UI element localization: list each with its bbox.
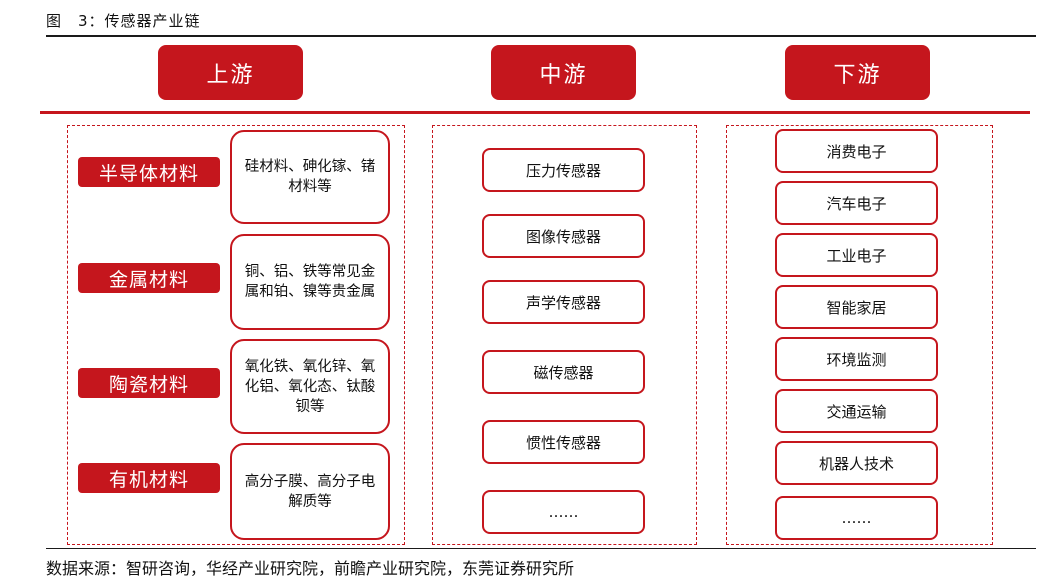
material-label-organic: 有机材料 [78,463,220,493]
sensor-box: 图像传感器 [482,214,645,258]
application-box-ellipsis: …… [775,496,938,540]
material-label-metal: 金属材料 [78,263,220,293]
downstream-panel [726,125,993,545]
application-box: 交通运输 [775,389,938,433]
upstream-panel [67,125,405,545]
application-box: 消费电子 [775,129,938,173]
upstream-header: 上游 [158,45,303,100]
figure-title: 图 3：传感器产业链 [46,12,201,30]
sensor-box: 压力传感器 [482,148,645,192]
material-detail-ceramic: 氧化铁、氧化锌、氧化铝、氧化态、钛酸钡等 [230,339,390,434]
application-box: 机器人技术 [775,441,938,485]
material-detail-organic: 高分子膜、高分子电解质等 [230,443,390,540]
sensor-box-ellipsis: …… [482,490,645,534]
material-label-ceramic: 陶瓷材料 [78,368,220,398]
sensor-box: 惯性传感器 [482,420,645,464]
top-divider [46,35,1036,37]
midstream-header: 中游 [491,45,636,100]
application-box: 环境监测 [775,337,938,381]
application-box: 汽车电子 [775,181,938,225]
bottom-divider [46,548,1036,549]
material-label-semiconductor: 半导体材料 [78,157,220,187]
midstream-panel [432,125,697,545]
material-detail-semiconductor: 硅材料、砷化镓、锗材料等 [230,130,390,224]
header-divider [40,111,1030,114]
application-box: 智能家居 [775,285,938,329]
sensor-box: 磁传感器 [482,350,645,394]
material-detail-metal: 铜、铝、铁等常见金属和铂、镍等贵金属 [230,234,390,330]
source-note: 数据来源：智研咨询，华经产业研究院，前瞻产业研究院，东莞证券研究所 [46,559,575,578]
application-box: 工业电子 [775,233,938,277]
sensor-box: 声学传感器 [482,280,645,324]
downstream-header: 下游 [785,45,930,100]
